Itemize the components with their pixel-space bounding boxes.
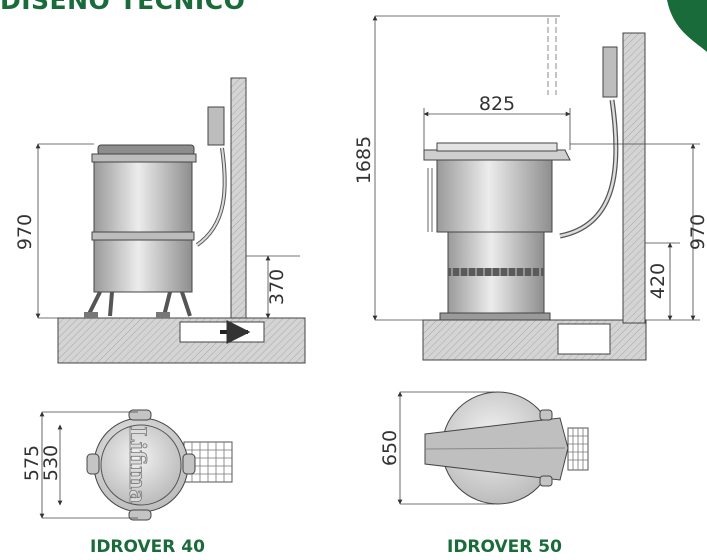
- idrover40-inner-diameter-label: 530: [40, 445, 62, 481]
- idrover40-side-view: 970 370: [14, 77, 306, 364]
- idrover40-top-view: Lifima 575 530: [21, 409, 233, 521]
- machine-body: [93, 161, 193, 293]
- idrover50-caption: IDROVER 50: [447, 537, 562, 557]
- page-title: DISEÑO TÉCNICO: [0, 0, 246, 15]
- drain-pipe: [557, 323, 611, 355]
- idrover50-height-label: 970: [687, 214, 707, 250]
- idrover50-diameter-label: 650: [379, 430, 401, 466]
- idrover50-outlet-height-label: 420: [647, 263, 669, 299]
- brand-logo: Lifima: [124, 426, 150, 503]
- control-box: [602, 46, 618, 98]
- idrover50-top-view: 650: [379, 391, 589, 505]
- brand-leaf-icon: [667, 0, 707, 52]
- idrover40-height-label: 970: [14, 214, 36, 250]
- idrover40-outlet-height-label: 370: [266, 269, 288, 305]
- idrover50-total-height-label: 1685: [353, 136, 375, 184]
- idrover40-outer-diameter-label: 575: [21, 445, 43, 481]
- wall: [230, 77, 247, 319]
- machine-body: [436, 159, 553, 233]
- floor-slab: [422, 319, 647, 361]
- wall: [622, 32, 646, 324]
- discharge-chute: [424, 417, 569, 481]
- control-box: [207, 106, 225, 146]
- idrover40-caption: IDROVER 40: [90, 537, 205, 557]
- idrover50-lid-width-label: 825: [479, 93, 515, 115]
- idrover50-side-view: 1685 825 970 420: [353, 15, 707, 361]
